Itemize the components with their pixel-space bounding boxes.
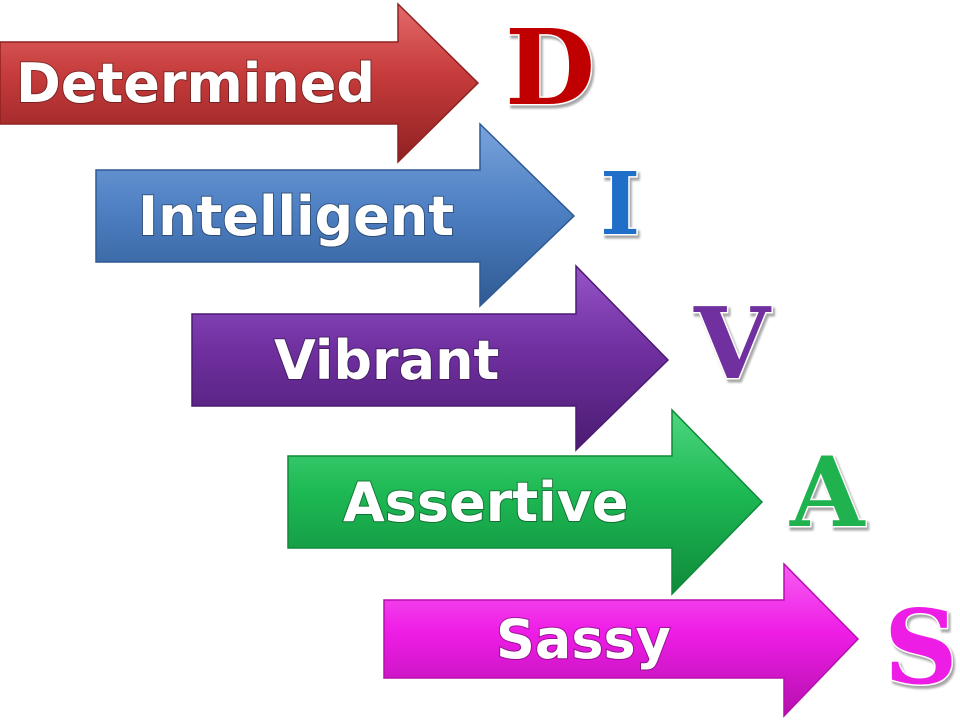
arrow-sassy [383,562,860,718]
arrow-row-vibrant: Vibrant V [191,264,774,452]
acronym-letter-d: D [505,6,595,129]
arrow-assertive [287,408,764,596]
arrow-row-assertive: Assertive A [287,408,868,596]
arrow-row-determined: Determined D [0,2,597,164]
arrow-row-intelligent: Intelligent I [95,122,642,308]
arrow-label-determined: Determined [16,52,375,115]
arrow-label-vibrant: Vibrant [274,329,499,392]
acronym-letter-v: V [693,287,772,402]
acronym-letter-i: I [600,154,640,255]
acronym-letter-a: A [789,436,866,549]
arrow-label-intelligent: Intelligent [138,185,454,248]
arrow-row-sassy: Sassy S [383,562,959,718]
arrow-determined [0,2,480,164]
arrow-label-sassy: Sassy [496,608,671,671]
arrow-label-assertive: Assertive [343,471,628,534]
arrow-vibrant [191,264,670,452]
acronym-letter-s: S [884,588,958,708]
arrow-intelligent [95,122,576,308]
